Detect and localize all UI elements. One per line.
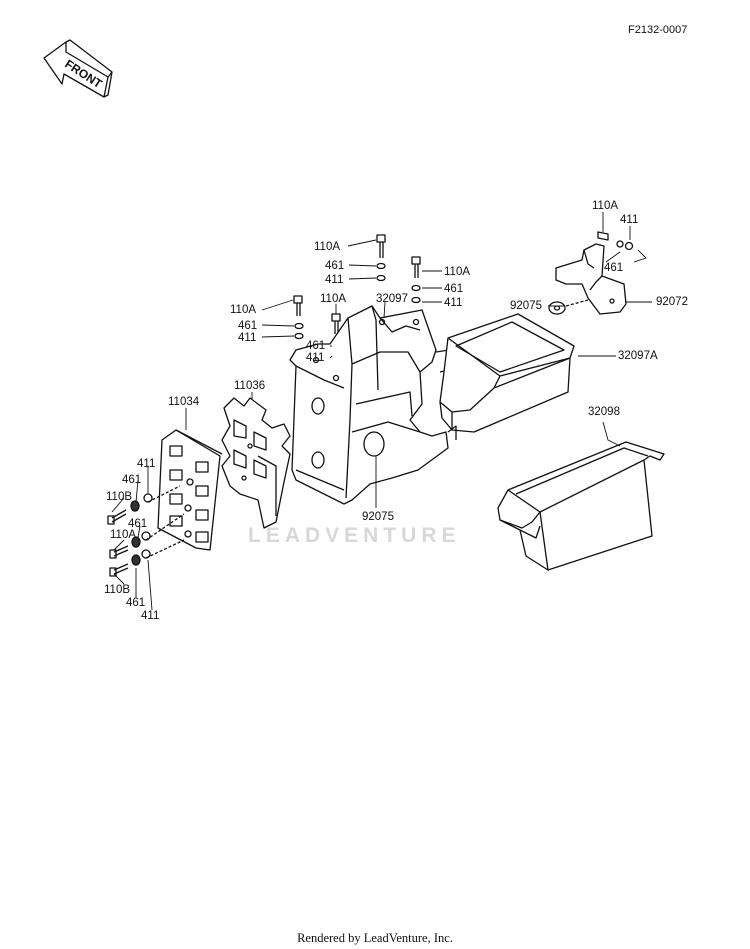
label-461: 461: [325, 260, 345, 272]
label-32097: 32097: [376, 293, 408, 305]
label-32097a: 32097A: [618, 350, 658, 362]
label-411: 411: [620, 214, 639, 226]
label-461: 461: [604, 262, 624, 274]
label-411: 411: [141, 610, 160, 622]
label-461: 461: [126, 597, 146, 609]
tray-32097a: [439, 313, 575, 433]
washer-92075-top: [548, 301, 566, 315]
label-110a: 110A: [320, 293, 347, 305]
bolt-stack-top: [293, 234, 421, 360]
plate-11036: [221, 397, 291, 529]
label-110a: 110A: [314, 241, 341, 253]
watermark: LEADVENTURE: [248, 524, 461, 547]
label-11034: 11034: [168, 396, 200, 408]
label-461: 461: [306, 340, 326, 352]
label-411: 411: [137, 458, 156, 470]
label-461: 461: [128, 518, 148, 530]
front-arrow-icon: FRONT: [43, 39, 113, 98]
bracket-92072: [555, 231, 634, 315]
label-461: 461: [444, 283, 464, 295]
label-11036: 11036: [234, 380, 266, 392]
label-92072: 92072: [656, 296, 688, 308]
footer-credit: Rendered by LeadVenture, Inc.: [297, 931, 453, 945]
label-110b: 110B: [106, 491, 133, 503]
label-110b: 110B: [104, 584, 131, 596]
box-32098: [497, 441, 665, 571]
label-411: 411: [325, 274, 344, 286]
label-110a: 110A: [230, 304, 257, 316]
label-411: 411: [444, 297, 463, 309]
diagram-code: F2132-0007: [628, 24, 688, 36]
label-32098: 32098: [588, 406, 620, 418]
bolt-stack-left: [107, 485, 185, 577]
label-110a: 110A: [444, 266, 471, 278]
plate-11034: [157, 429, 223, 551]
label-411: 411: [306, 352, 325, 364]
label-411: 411: [238, 332, 257, 344]
label-110a: 110A: [110, 529, 137, 541]
label-461: 461: [122, 474, 142, 486]
leader-lines: [111, 212, 652, 611]
label-92075: 92075: [510, 300, 542, 312]
frame-32097: [289, 305, 467, 505]
label-92075: 92075: [362, 511, 394, 523]
label-461: 461: [238, 320, 258, 332]
label-110a: 110A: [592, 200, 619, 212]
